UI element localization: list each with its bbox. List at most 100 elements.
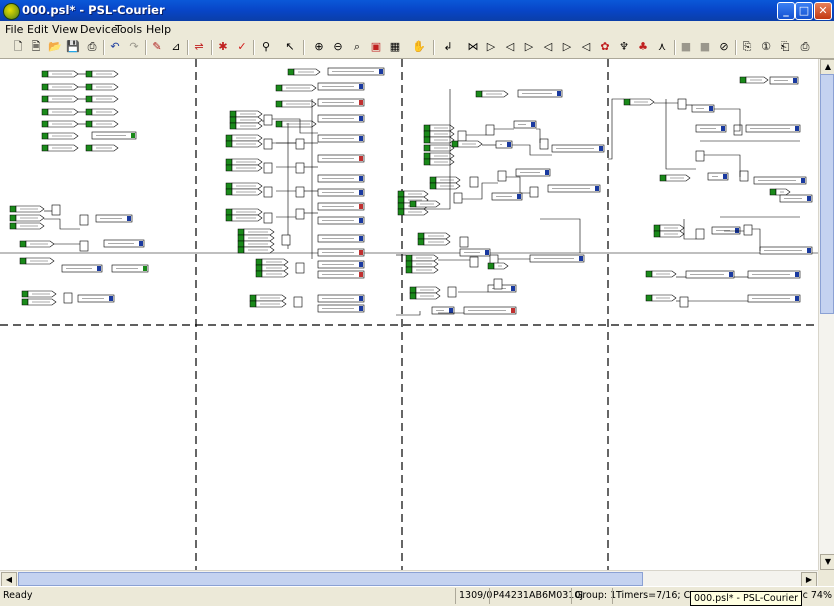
input-marker bbox=[21, 298, 29, 306]
gate-or-icon[interactable]: ▷ bbox=[486, 40, 496, 53]
minimize-button[interactable]: _ bbox=[777, 2, 795, 20]
menu-device[interactable]: Device bbox=[80, 23, 118, 36]
wire bbox=[714, 108, 741, 132]
gate-and-icon[interactable]: ⋈ bbox=[467, 40, 479, 53]
latch-icon[interactable]: ⋏ bbox=[657, 40, 667, 53]
wire bbox=[752, 228, 761, 251]
logic-gate bbox=[457, 130, 467, 142]
pointer-icon[interactable]: ↖ bbox=[285, 40, 295, 53]
relay-icon[interactable]: ◁ bbox=[581, 40, 591, 53]
input-marker bbox=[237, 246, 245, 254]
input-marker bbox=[225, 188, 233, 196]
clear-icon[interactable]: ⊘ bbox=[719, 40, 729, 53]
vertical-scrollbar[interactable]: ▲ ▼ bbox=[818, 59, 834, 570]
menu-edit[interactable]: Edit bbox=[27, 23, 49, 36]
input-marker bbox=[397, 208, 405, 216]
output-marker bbox=[729, 272, 733, 277]
page-last-icon[interactable]: ⎙ bbox=[800, 40, 810, 53]
wire bbox=[683, 219, 696, 240]
flag-icon[interactable]: ✱ bbox=[218, 40, 228, 53]
align-icon[interactable]: ⊿ bbox=[171, 40, 181, 53]
input-marker bbox=[769, 188, 777, 196]
output-marker bbox=[143, 266, 147, 271]
output-marker bbox=[511, 308, 515, 313]
new-icon[interactable]: 🗋 bbox=[13, 40, 23, 53]
input-marker bbox=[41, 144, 49, 152]
check-icon[interactable]: ✓ bbox=[237, 40, 247, 53]
zoom-out-icon[interactable]: ⊖ bbox=[333, 40, 343, 53]
input-marker bbox=[429, 176, 437, 184]
open-folder-icon[interactable]: 📂 bbox=[48, 40, 62, 53]
open-icon[interactable]: 🗎 bbox=[31, 40, 41, 53]
output-marker bbox=[131, 133, 135, 138]
output-marker bbox=[795, 126, 799, 131]
page-icon[interactable]: ⎘ bbox=[742, 40, 752, 53]
tree-icon[interactable]: ♆ bbox=[619, 40, 629, 53]
input-marker bbox=[19, 257, 27, 265]
logic-gate bbox=[695, 150, 705, 162]
fault-icon[interactable]: ♣ bbox=[638, 40, 648, 53]
app-icon bbox=[3, 3, 20, 20]
logic-gate bbox=[263, 138, 273, 150]
input-marker bbox=[85, 70, 93, 78]
pen-icon[interactable]: ✎ bbox=[152, 40, 162, 53]
logic-gate bbox=[263, 186, 273, 198]
input-marker bbox=[255, 258, 263, 266]
logic-gate bbox=[743, 224, 753, 236]
scroll-down-icon[interactable]: ▼ bbox=[820, 554, 834, 570]
output-marker bbox=[359, 100, 363, 105]
wire bbox=[540, 218, 581, 253]
vertical-scroll-thumb[interactable] bbox=[820, 74, 834, 314]
scroll-up-icon[interactable]: ▲ bbox=[820, 59, 834, 75]
horizontal-scroll-thumb[interactable] bbox=[18, 572, 643, 586]
undo-icon[interactable]: ↶ bbox=[110, 40, 120, 53]
output-marker bbox=[599, 146, 603, 151]
page-next-icon[interactable]: ⎗ bbox=[780, 40, 790, 53]
signal-icon[interactable]: ↲ bbox=[443, 40, 453, 53]
logic-diagram-canvas[interactable] bbox=[0, 59, 818, 570]
contact-icon[interactable]: ✿ bbox=[600, 40, 610, 53]
logic-gate bbox=[539, 138, 549, 150]
hand-icon[interactable]: ✋ bbox=[412, 40, 426, 53]
horizontal-scrollbar[interactable]: ◀ ▶ bbox=[0, 570, 818, 588]
status-reference: 1309/0 bbox=[459, 590, 493, 601]
gate-xor-icon[interactable]: ▷ bbox=[524, 40, 534, 53]
output-marker bbox=[359, 218, 363, 223]
page-one-icon[interactable]: ① bbox=[761, 40, 771, 53]
timer-icon[interactable]: ◁ bbox=[543, 40, 553, 53]
output-marker bbox=[359, 136, 363, 141]
zoom-in-icon[interactable]: ⊕ bbox=[314, 40, 324, 53]
input-marker bbox=[85, 120, 93, 128]
menu-file[interactable]: File bbox=[5, 23, 24, 36]
led-icon[interactable]: ▷ bbox=[562, 40, 572, 53]
gate-nor-icon[interactable]: ◁ bbox=[505, 40, 515, 53]
input-marker bbox=[487, 262, 495, 270]
input-marker bbox=[659, 174, 667, 182]
input-marker bbox=[417, 232, 425, 240]
menu-tools[interactable]: Tools bbox=[115, 23, 143, 36]
zoom-icon[interactable]: ⌕ bbox=[353, 40, 361, 53]
redo-icon[interactable]: ↷ bbox=[129, 40, 139, 53]
block-icon[interactable]: ■ bbox=[699, 40, 711, 53]
output-marker bbox=[97, 266, 101, 271]
logic-gate bbox=[263, 114, 273, 126]
status-logic: Logic 74% bbox=[783, 590, 832, 601]
title-bar[interactable]: 000.psl* - PSL-Courier _ □ ✕ bbox=[0, 0, 834, 21]
output-marker bbox=[359, 296, 363, 301]
input-marker bbox=[423, 158, 431, 166]
save-icon[interactable]: 💾 bbox=[66, 40, 80, 53]
stop-icon[interactable]: ■ bbox=[680, 40, 692, 53]
close-button[interactable]: ✕ bbox=[814, 2, 832, 20]
menu-help[interactable]: Help bbox=[146, 23, 172, 36]
input-marker bbox=[423, 124, 431, 132]
find-icon[interactable]: ⚲ bbox=[261, 40, 271, 53]
input-marker bbox=[21, 290, 29, 298]
link-icon[interactable]: ⇌ bbox=[194, 40, 204, 53]
zoom-fit-icon[interactable]: ▣ bbox=[370, 40, 382, 53]
input-marker bbox=[225, 164, 233, 172]
maximize-button[interactable]: □ bbox=[795, 2, 813, 20]
output-marker bbox=[801, 178, 805, 183]
print-icon[interactable]: ⎙ bbox=[87, 40, 97, 53]
menu-view[interactable]: View bbox=[52, 23, 79, 36]
grid-icon[interactable]: ▦ bbox=[389, 40, 401, 53]
